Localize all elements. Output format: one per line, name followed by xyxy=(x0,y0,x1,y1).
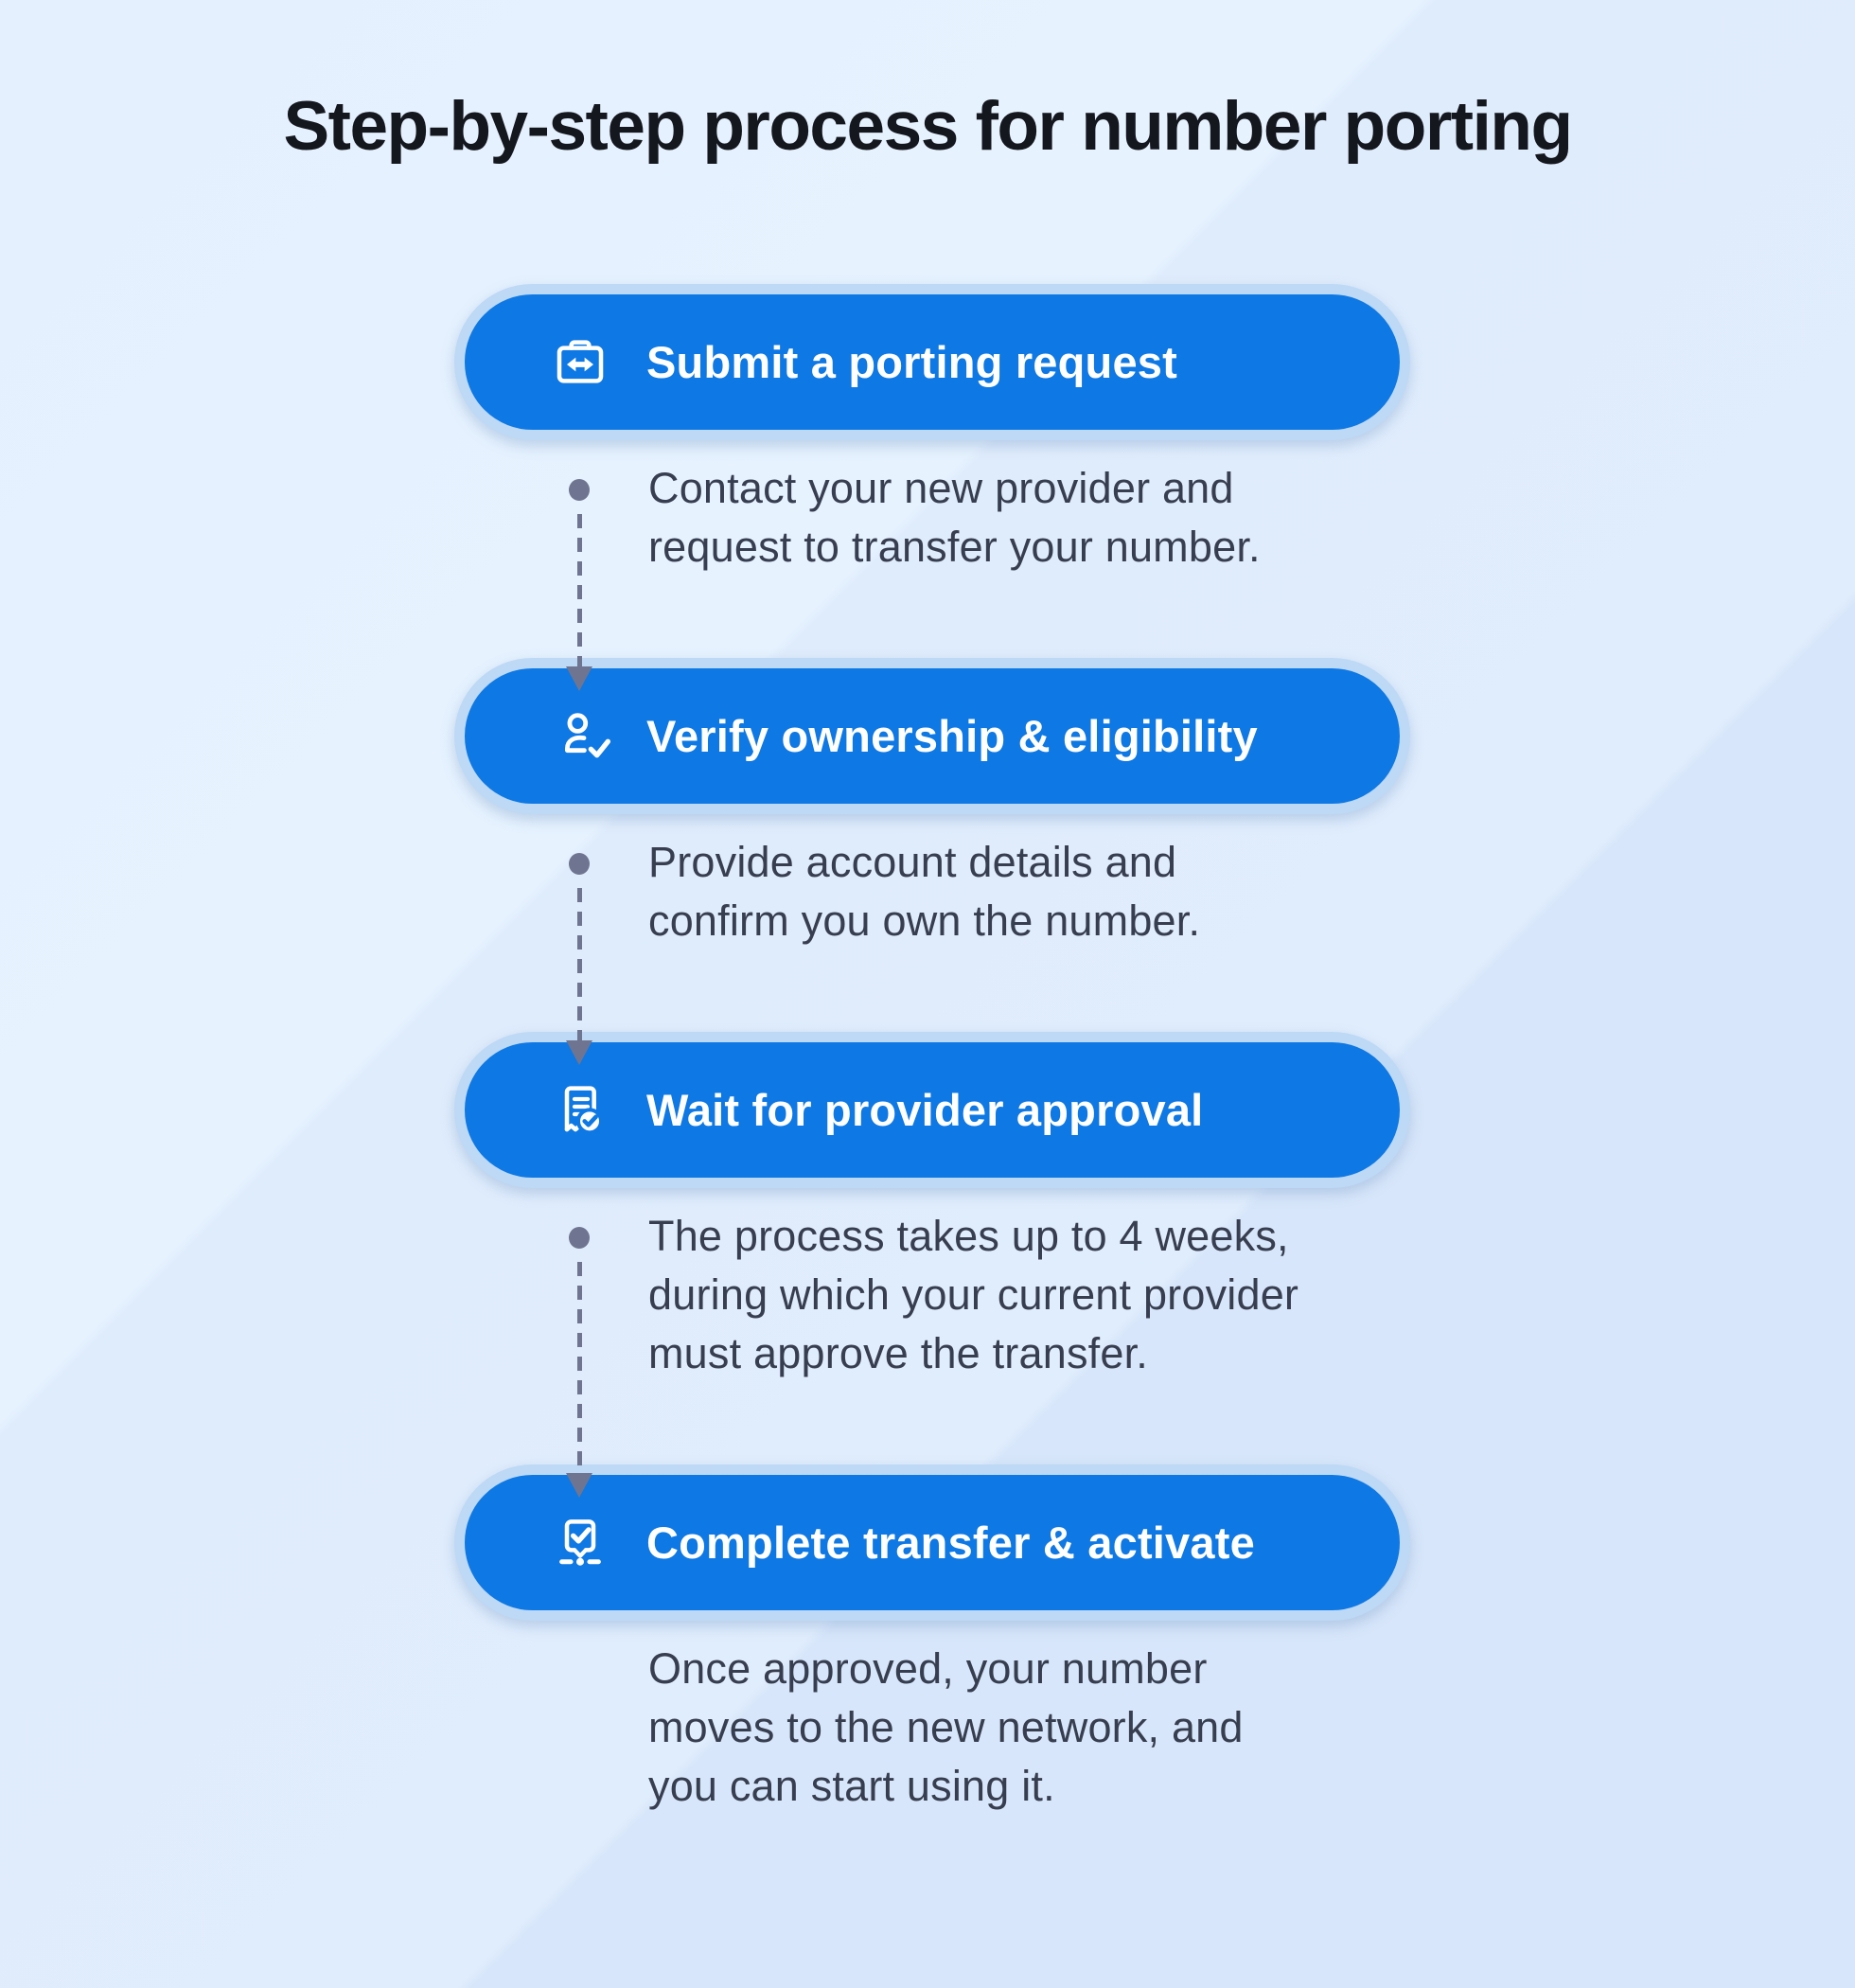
bullet-dot xyxy=(569,479,590,501)
step-2-description: Provide account details and confirm you … xyxy=(648,838,1201,945)
bullet-dot xyxy=(569,853,590,875)
step-3-label: Wait for provider approval xyxy=(646,1085,1204,1135)
step-1-pill: Submit a porting request xyxy=(454,284,1410,440)
step-4-description: Once approved, your number moves to the … xyxy=(648,1644,1244,1810)
step-3-description-row: The process takes up to 4 weeks, during … xyxy=(454,1207,1410,1475)
receipt-check-icon xyxy=(550,1080,610,1141)
step-4: Complete transfer & activate Once approv… xyxy=(454,1464,1410,1816)
step-2: Verify ownership & eligibility Provide a… xyxy=(454,658,1410,1042)
step-2-description-row: Provide account details and confirm you … xyxy=(454,833,1410,1042)
step-1-description-row: Contact your new provider and request to… xyxy=(454,459,1410,668)
step-4-description-row: Once approved, your number moves to the … xyxy=(454,1640,1410,1816)
step-1: Submit a porting request Contact your ne… xyxy=(454,284,1410,668)
step-1-description: Contact your new provider and request to… xyxy=(648,464,1261,571)
page-title: Step-by-step process for number porting xyxy=(283,88,1573,165)
step-2-pill: Verify ownership & eligibility xyxy=(454,658,1410,814)
step-3: Wait for provider approval The process t… xyxy=(454,1032,1410,1475)
clipboard-transfer-icon xyxy=(550,332,610,393)
user-check-icon xyxy=(550,706,610,767)
device-check-icon xyxy=(550,1513,610,1573)
step-2-label: Verify ownership & eligibility xyxy=(646,711,1258,761)
step-1-label: Submit a porting request xyxy=(646,337,1177,387)
bullet-dot xyxy=(569,1227,590,1249)
steps-column: Submit a porting request Contact your ne… xyxy=(454,284,1410,1816)
step-4-pill: Complete transfer & activate xyxy=(454,1464,1410,1621)
step-3-description: The process takes up to 4 weeks, during … xyxy=(648,1212,1299,1377)
step-3-pill: Wait for provider approval xyxy=(454,1032,1410,1188)
step-4-label: Complete transfer & activate xyxy=(646,1518,1255,1568)
